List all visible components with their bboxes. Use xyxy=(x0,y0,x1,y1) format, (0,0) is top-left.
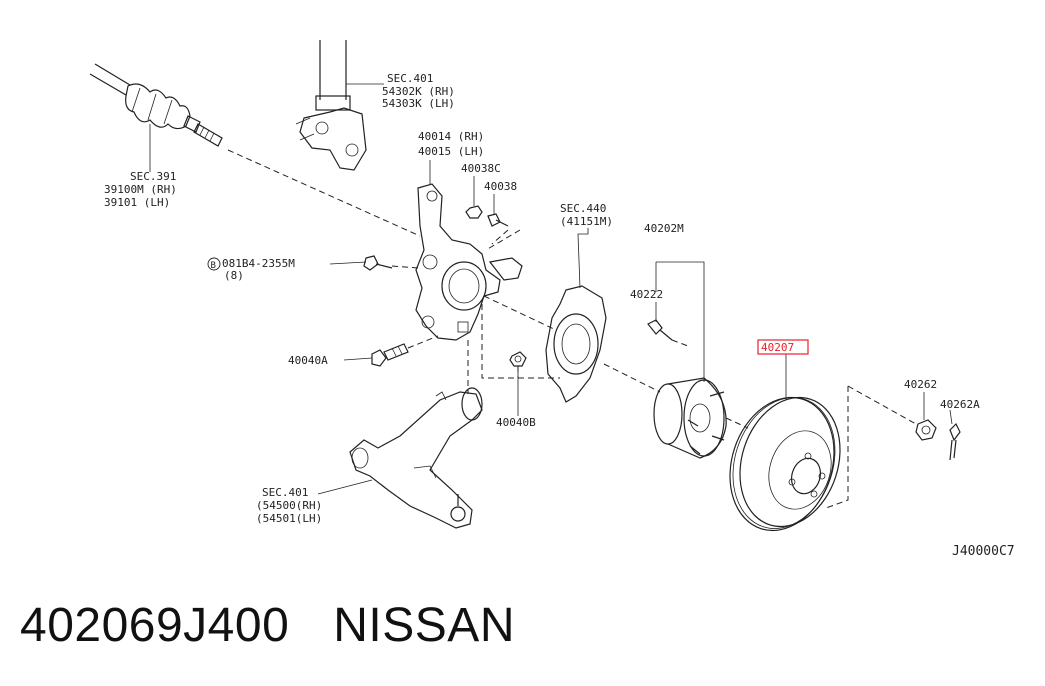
lower-control-arm xyxy=(349,387,483,529)
label-40038c: 40038C xyxy=(461,162,501,175)
label-40222: 40222 xyxy=(630,288,663,301)
label-54303k: 54303K (LH) xyxy=(382,97,455,110)
nut-40038c xyxy=(465,205,483,219)
nut-40040b xyxy=(509,351,527,367)
bolt-marker-letter: B xyxy=(211,261,216,271)
label-40262a: 40262A xyxy=(940,398,980,411)
wheel-hub-bearing xyxy=(653,377,727,459)
diagram-code: J40000C7 xyxy=(952,544,1015,559)
drive-shaft xyxy=(89,63,223,147)
label-54500: (54500(RH) xyxy=(256,499,322,512)
label-40038: 40038 xyxy=(484,180,517,193)
label-40040a: 40040A xyxy=(288,354,328,367)
label-081b4-2355m: 081B4-2355M xyxy=(222,257,295,270)
label-39101: 39101 (LH) xyxy=(104,196,170,209)
bolt-40040a xyxy=(371,343,409,367)
label-sec391: SEC.391 xyxy=(130,170,176,183)
label-54302k: 54302K (RH) xyxy=(382,85,455,98)
part-footer: 402069J400 NISSAN xyxy=(20,598,559,653)
label-sec401-bottom: SEC.401 xyxy=(262,486,308,499)
label-41151m: (41151M) xyxy=(560,215,613,228)
splash-shield xyxy=(545,285,607,403)
label-54501: (54501(LH) xyxy=(256,512,322,525)
label-sec440: SEC.440 xyxy=(560,202,606,215)
bolt-40038 xyxy=(487,213,509,227)
steering-knuckle xyxy=(415,183,523,341)
assembly-guide-lines xyxy=(227,149,917,509)
hub-nut-40262 xyxy=(915,419,937,441)
label-40015: 40015 (LH) xyxy=(418,145,484,158)
label-39100m: 39100M (RH) xyxy=(104,183,177,196)
leader-lines xyxy=(149,76,953,495)
bolt-40222 xyxy=(647,319,673,341)
label-40014: 40014 (RH) xyxy=(418,130,484,143)
label-40262: 40262 xyxy=(904,378,937,391)
label-bolt-qty: (8) xyxy=(224,269,244,282)
part-number: 402069J400 xyxy=(20,599,290,652)
highlight-box xyxy=(757,339,809,355)
label-sec401-top: SEC.401 xyxy=(387,72,433,85)
label-40202m: 40202M xyxy=(644,222,684,235)
cotter-pin-40262a xyxy=(949,422,961,461)
strut-assembly xyxy=(295,40,367,171)
bolt-marker-circle xyxy=(207,257,221,271)
bolt-081b4 xyxy=(363,255,393,271)
label-40207: 40207 xyxy=(761,341,794,354)
brake-disc-rotor xyxy=(729,396,841,532)
brand-name: NISSAN xyxy=(333,599,515,652)
label-40040b: 40040B xyxy=(496,416,536,429)
